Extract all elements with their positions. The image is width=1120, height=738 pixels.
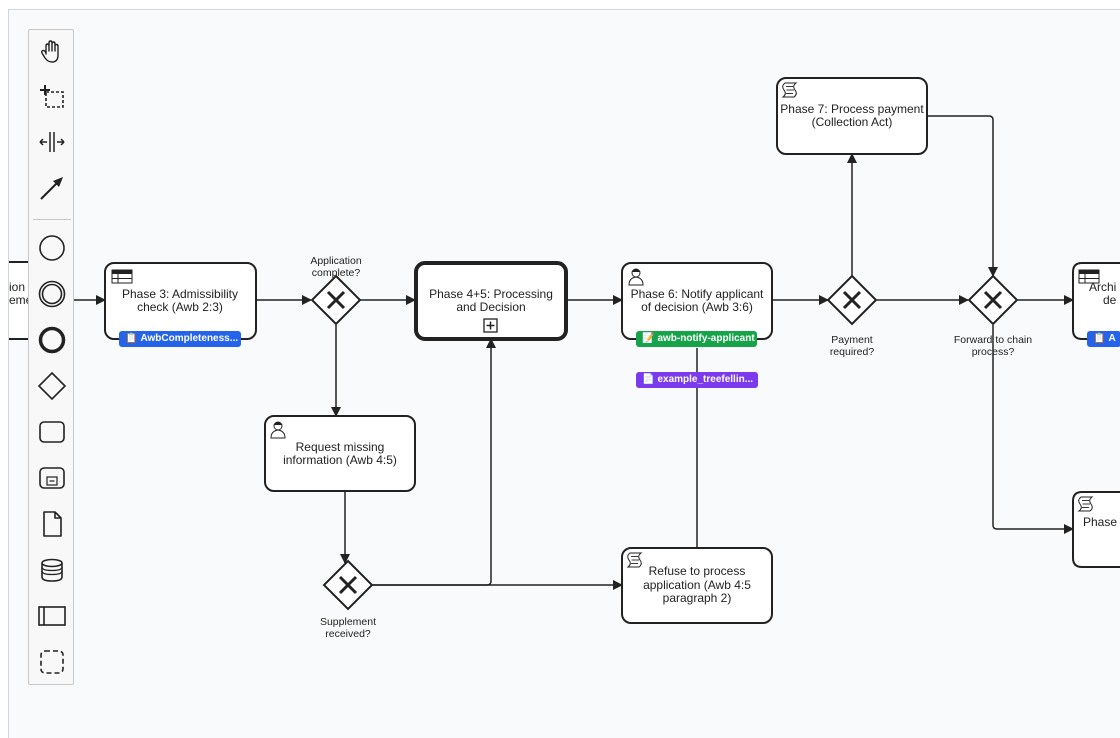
script-task-icon [781, 82, 798, 98]
task-icon [39, 421, 65, 443]
hand-icon [40, 40, 59, 63]
start-event-tool[interactable] [29, 229, 75, 267]
data-object-tool[interactable] [29, 505, 75, 543]
data-store-icon [41, 558, 63, 582]
gateway-g1-line2: complete? [312, 267, 361, 279]
task-refuse-line1: Refuse to process [649, 564, 746, 578]
exclusive-x-icon [983, 290, 1003, 310]
gateway-g1-line1: Application [310, 255, 362, 267]
task-request-line2: information (Awb 4:5) [283, 453, 397, 467]
flow-phase7-to-g4[interactable] [927, 115, 998, 277]
gateway-application-complete[interactable]: Application complete? [310, 255, 362, 326]
group-icon [40, 650, 64, 674]
clipboard-icon: 📋 [1093, 333, 1106, 344]
gateway-forward-to-chain[interactable]: Forward to chain process? [954, 274, 1032, 358]
data-store-tool[interactable] [29, 551, 75, 589]
gateway-g3-line2: required? [830, 346, 875, 358]
task-tool[interactable] [29, 413, 75, 451]
task-phase7-line1: Phase 7: Process payment [780, 102, 924, 116]
end-event-tool[interactable] [29, 321, 75, 359]
task-request-missing-info[interactable]: Request missing information (Awb 4:5) [264, 415, 416, 492]
task-phase7-payment[interactable]: Phase 7: Process payment (Collection Act… [776, 77, 928, 155]
document-icon: 📄 [642, 374, 655, 385]
group-tool[interactable] [29, 643, 75, 681]
task-phase3-admissibility[interactable]: Phase 3: Admissibility check (Awb 2:3) [104, 262, 257, 340]
gateway-g4-line2: process? [972, 346, 1015, 358]
intermediate-event-icon [38, 280, 66, 308]
clipboard-icon: 📋 [125, 333, 138, 344]
task-phase6-line2: of decision (Awb 3:6) [641, 300, 753, 314]
badge-awb-completeness-text: AwbCompleteness... [140, 333, 239, 344]
subprocess-phase45-processing[interactable]: Phase 4+5: Processing and Decision [414, 261, 568, 341]
pool-icon [38, 606, 66, 626]
user-task-icon [270, 421, 286, 439]
subprocess-tool[interactable] [29, 459, 75, 497]
tool-palette [28, 29, 74, 685]
task-refuse-line3: paragraph 2) [663, 591, 732, 605]
exclusive-x-icon [842, 290, 862, 310]
task-archive-line1: Archi [1089, 280, 1116, 294]
sequence-flows [61, 115, 1074, 590]
task-phase6-notify[interactable]: Phase 6: Notify applicant of decision (A… [621, 262, 773, 340]
user-task-icon [628, 268, 644, 286]
data-object-icon [43, 511, 62, 537]
subprocess-marker-icon[interactable] [483, 318, 498, 333]
exclusive-x-icon [326, 290, 346, 310]
badge-awb-notify-applicant[interactable]: 📝awb-notify-applicant [636, 331, 757, 347]
business-rule-icon [111, 269, 133, 284]
script-task-icon [1077, 496, 1094, 512]
task-phase45-line1: Phase 4+5: Processing [429, 287, 553, 301]
hand-tool[interactable] [29, 33, 75, 71]
palette-separator [33, 219, 71, 220]
task-archive-line2: de [1103, 293, 1117, 307]
task-phase-partial[interactable]: Phase [1072, 491, 1120, 568]
badge-archive-text: A [1108, 333, 1116, 344]
task-phase3-line1: Phase 3: Admissibility [122, 287, 238, 301]
gateway-g2-line2: received? [325, 628, 371, 640]
exclusive-x-icon [338, 575, 358, 595]
lasso-icon [40, 85, 64, 108]
script-task-icon [626, 552, 643, 568]
task-left-partial-line1: ion [9, 280, 25, 294]
memo-icon: 📝 [642, 333, 655, 344]
gateway-supplement-received[interactable]: Supplement received? [320, 559, 376, 640]
business-rule-icon [1078, 269, 1100, 284]
bpmn-diagram: ion emen Phase 3: Admissibility check (A… [9, 77, 1120, 640]
end-event-icon [38, 326, 66, 354]
gateway-icon [37, 371, 67, 401]
pool-tool[interactable] [29, 597, 75, 635]
task-refuse-line2: application (Awb 4:5 [643, 578, 751, 592]
gateway-g2-line1: Supplement [320, 616, 376, 628]
gateway-tool[interactable] [29, 367, 75, 405]
badge-notify-text: awb-notify-applicant [657, 333, 755, 344]
badge-treefelling-text: example_treefellin... [657, 374, 754, 385]
task-phase7-line2: (Collection Act) [812, 115, 893, 129]
flow-g4-to-phase-cut[interactable] [992, 325, 1074, 534]
subprocess-icon [39, 467, 65, 489]
task-refuse-to-process[interactable]: Refuse to process application (Awb 4:5 p… [621, 547, 773, 624]
space-tool-icon [39, 132, 65, 152]
connect-tool[interactable] [29, 169, 75, 207]
gateway-payment-required[interactable]: Payment required? [826, 274, 878, 358]
task-phase3-line2: check (Awb 2:3) [137, 300, 223, 314]
task-phase-partial-line1: Phase [1083, 515, 1117, 529]
badge-awb-completeness[interactable]: 📋AwbCompleteness... [119, 331, 241, 347]
start-event-icon [39, 235, 65, 261]
intermediate-event-tool[interactable] [29, 275, 75, 313]
gateway-g3-line1: Payment [831, 334, 873, 346]
task-phase45-line2: and Decision [456, 300, 525, 314]
lasso-tool[interactable] [29, 78, 75, 116]
space-tool[interactable] [29, 123, 75, 161]
connect-arrow-icon [40, 177, 63, 200]
task-phase6-line1: Phase 6: Notify applicant [631, 287, 764, 301]
badge-archive-partial[interactable]: 📋A [1087, 331, 1120, 347]
bpmn-canvas[interactable]: ion emen Phase 3: Admissibility check (A… [8, 9, 1120, 738]
task-request-line1: Request missing [296, 440, 385, 454]
badge-example-treefelling[interactable]: 📄example_treefellin... [636, 372, 758, 388]
task-archive-partial[interactable]: Archi de [1072, 262, 1120, 340]
gateway-g4-line1: Forward to chain [954, 334, 1032, 346]
